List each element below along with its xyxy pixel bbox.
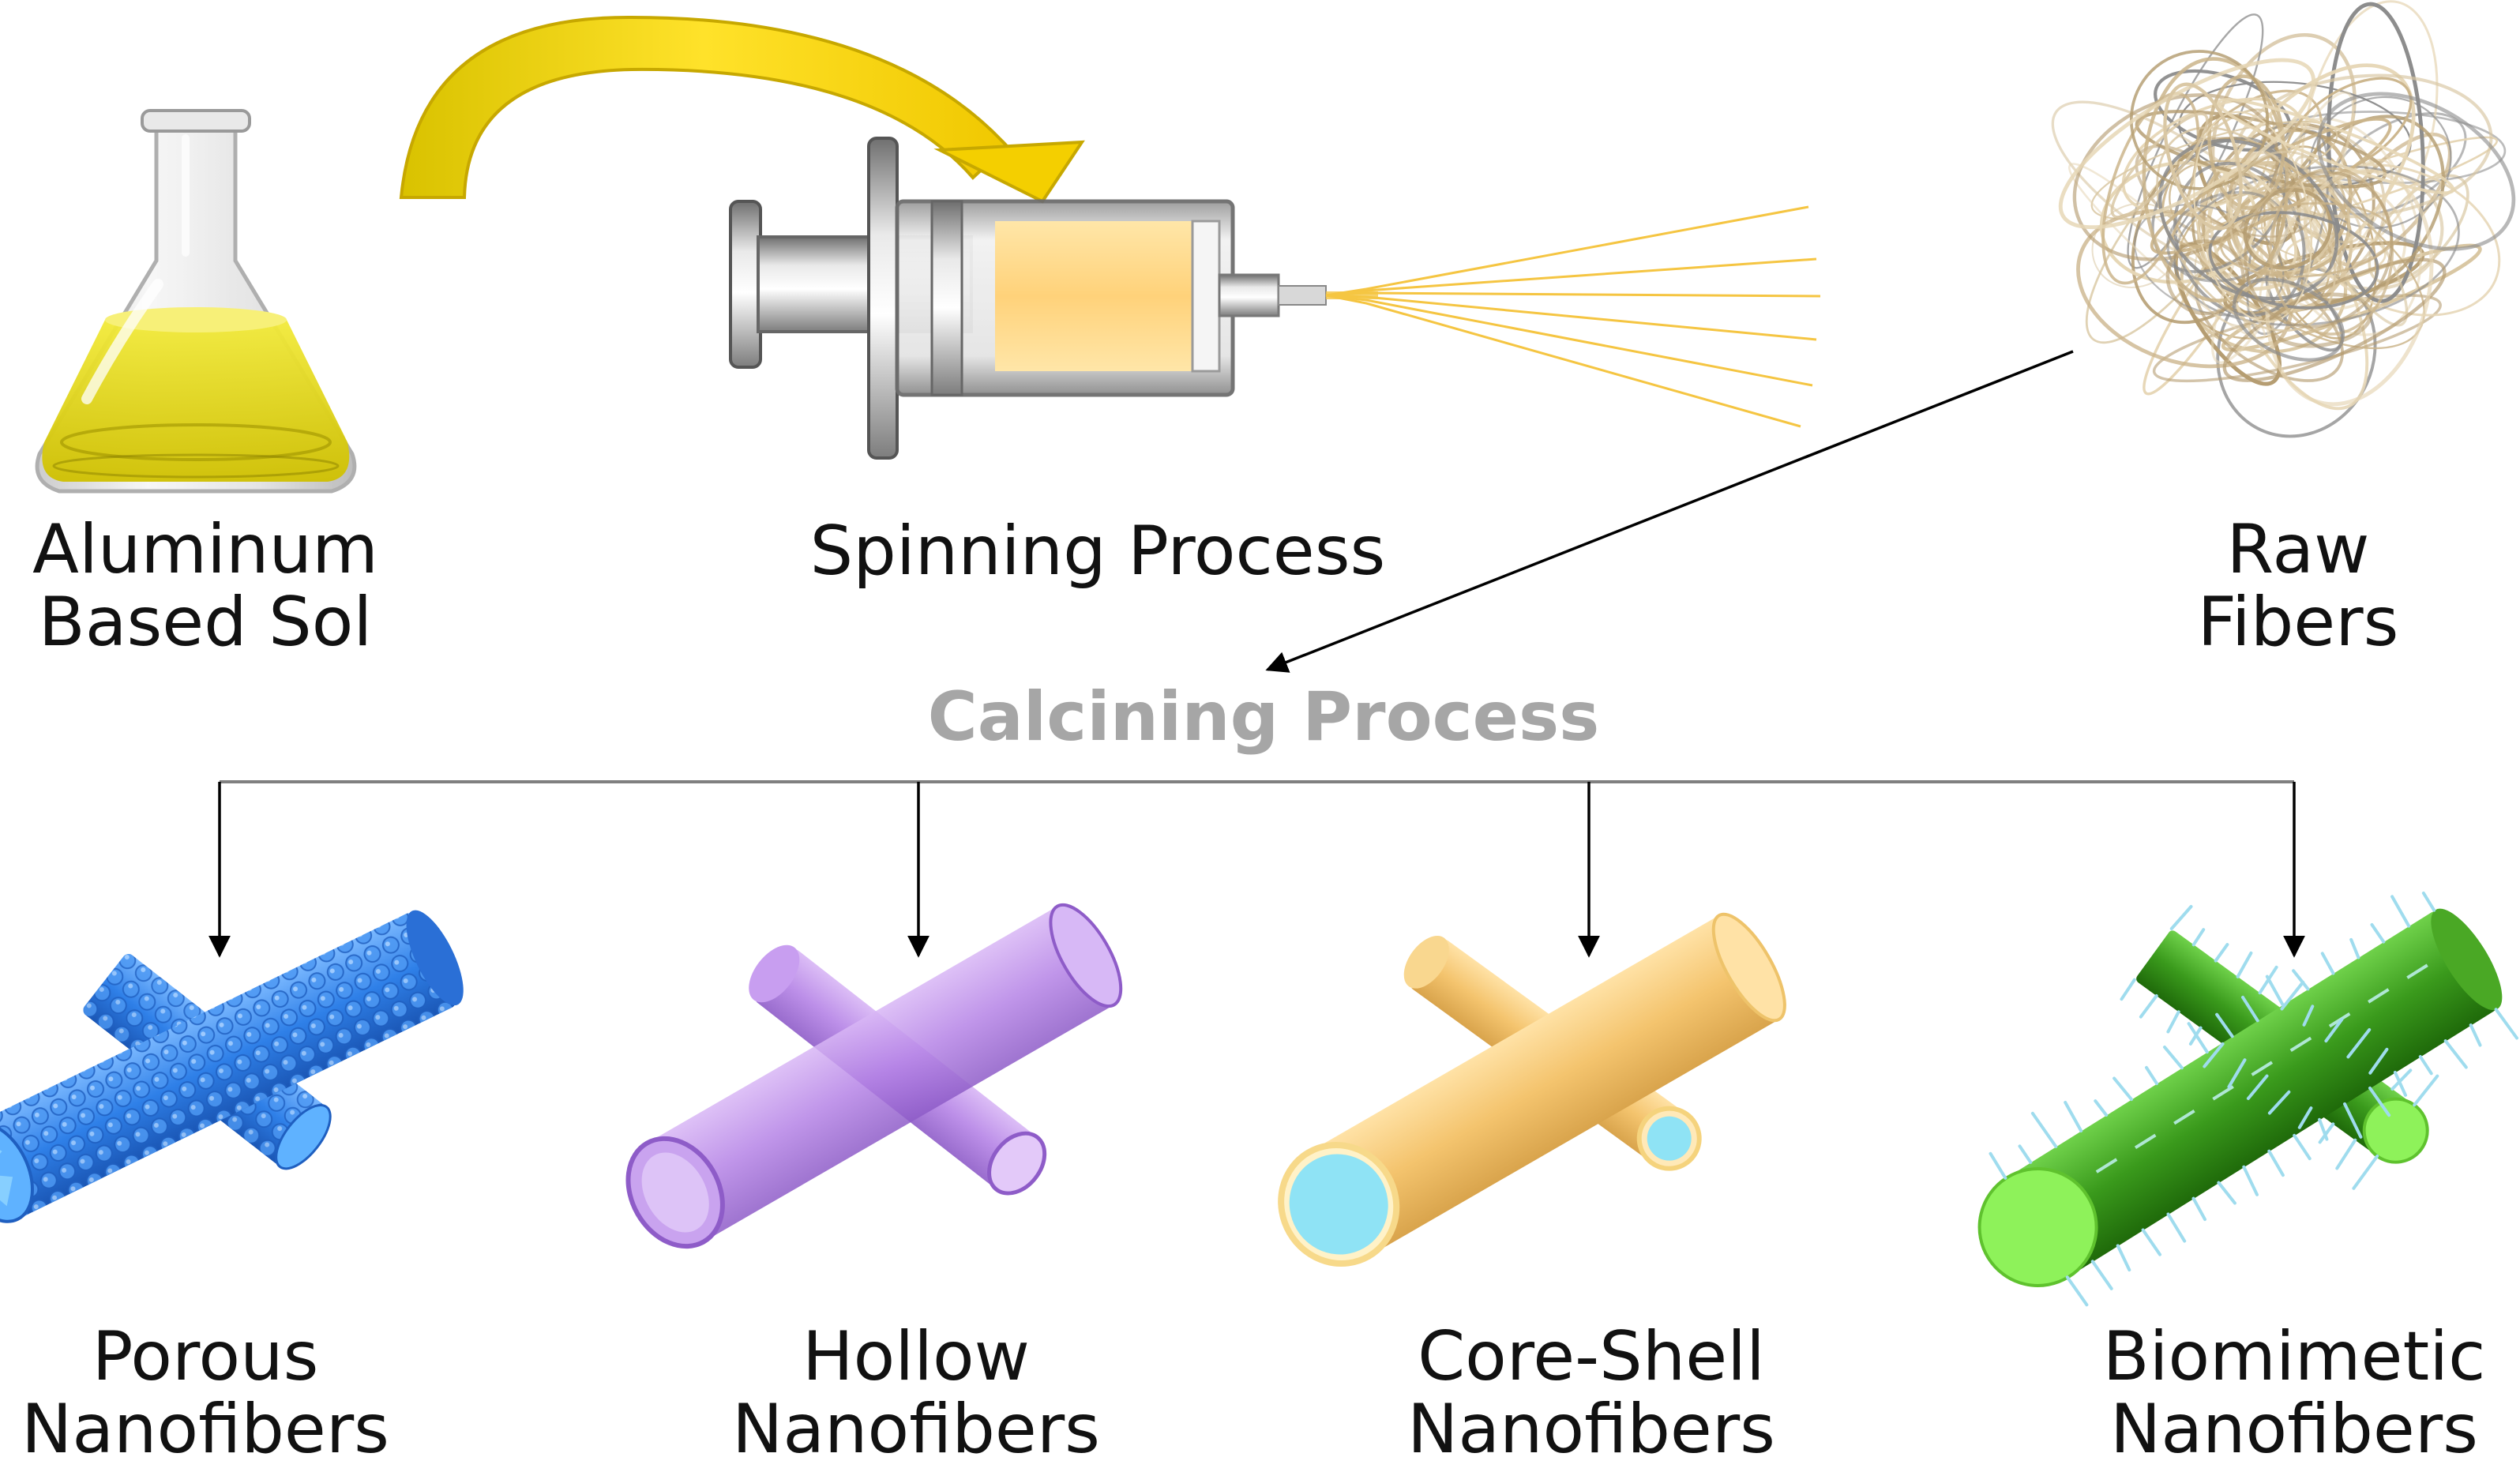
label-core-shell-nanofibers: Core-Shell Nanofibers xyxy=(1386,1320,1797,1466)
label-aluminum-based-sol: Aluminum Based Sol xyxy=(32,513,379,659)
biomimetic-label-line-1: Biomimetic xyxy=(2102,1317,2486,1396)
biomimetic-nanofiber-icon xyxy=(1977,892,2518,1307)
calcining-branch-lines xyxy=(208,780,2305,958)
label-biomimetic-nanofibers: Biomimetic Nanofibers xyxy=(2077,1320,2511,1466)
label-spinning-process: Spinning Process xyxy=(798,515,1398,588)
raw-label-line-1: Raw xyxy=(2226,510,2370,589)
porous-nanofiber-icon xyxy=(0,910,464,1223)
label-calcining-process: Calcining Process xyxy=(927,678,1600,757)
biomimetic-label-line-2: Nanofibers xyxy=(2110,1390,2478,1469)
coreshell-label-line-2: Nanofibers xyxy=(1407,1390,1775,1469)
sol-label-line-2: Based Sol xyxy=(38,583,373,662)
hollow-label-line-2: Nanofibers xyxy=(732,1390,1100,1469)
syringe-icon xyxy=(729,137,1327,460)
spinning-jet-icon xyxy=(1325,205,1821,428)
flask-icon xyxy=(35,109,357,494)
porous-label-line-1: Porous xyxy=(92,1317,319,1396)
core-shell-nanofiber-icon xyxy=(1278,912,1786,1267)
transfer-arrow-icon xyxy=(399,15,1085,204)
porous-label-line-2: Nanofibers xyxy=(21,1390,389,1469)
label-porous-nanofibers: Porous Nanofibers xyxy=(8,1320,403,1466)
label-raw-fibers: Raw Fibers xyxy=(2132,513,2464,659)
coreshell-label-line-1: Core-Shell xyxy=(1418,1317,1765,1396)
raw-to-calcining-arrow xyxy=(1265,350,2074,673)
raw-fibers-icon xyxy=(2051,0,2516,438)
raw-label-line-2: Fibers xyxy=(2197,583,2399,662)
label-hollow-nanofibers: Hollow Nanofibers xyxy=(719,1320,1114,1466)
hollow-nanofiber-icon xyxy=(625,903,1123,1249)
spinning-label: Spinning Process xyxy=(809,512,1386,591)
hollow-label-line-1: Hollow xyxy=(802,1317,1031,1396)
sol-label-line-1: Aluminum xyxy=(32,510,378,589)
